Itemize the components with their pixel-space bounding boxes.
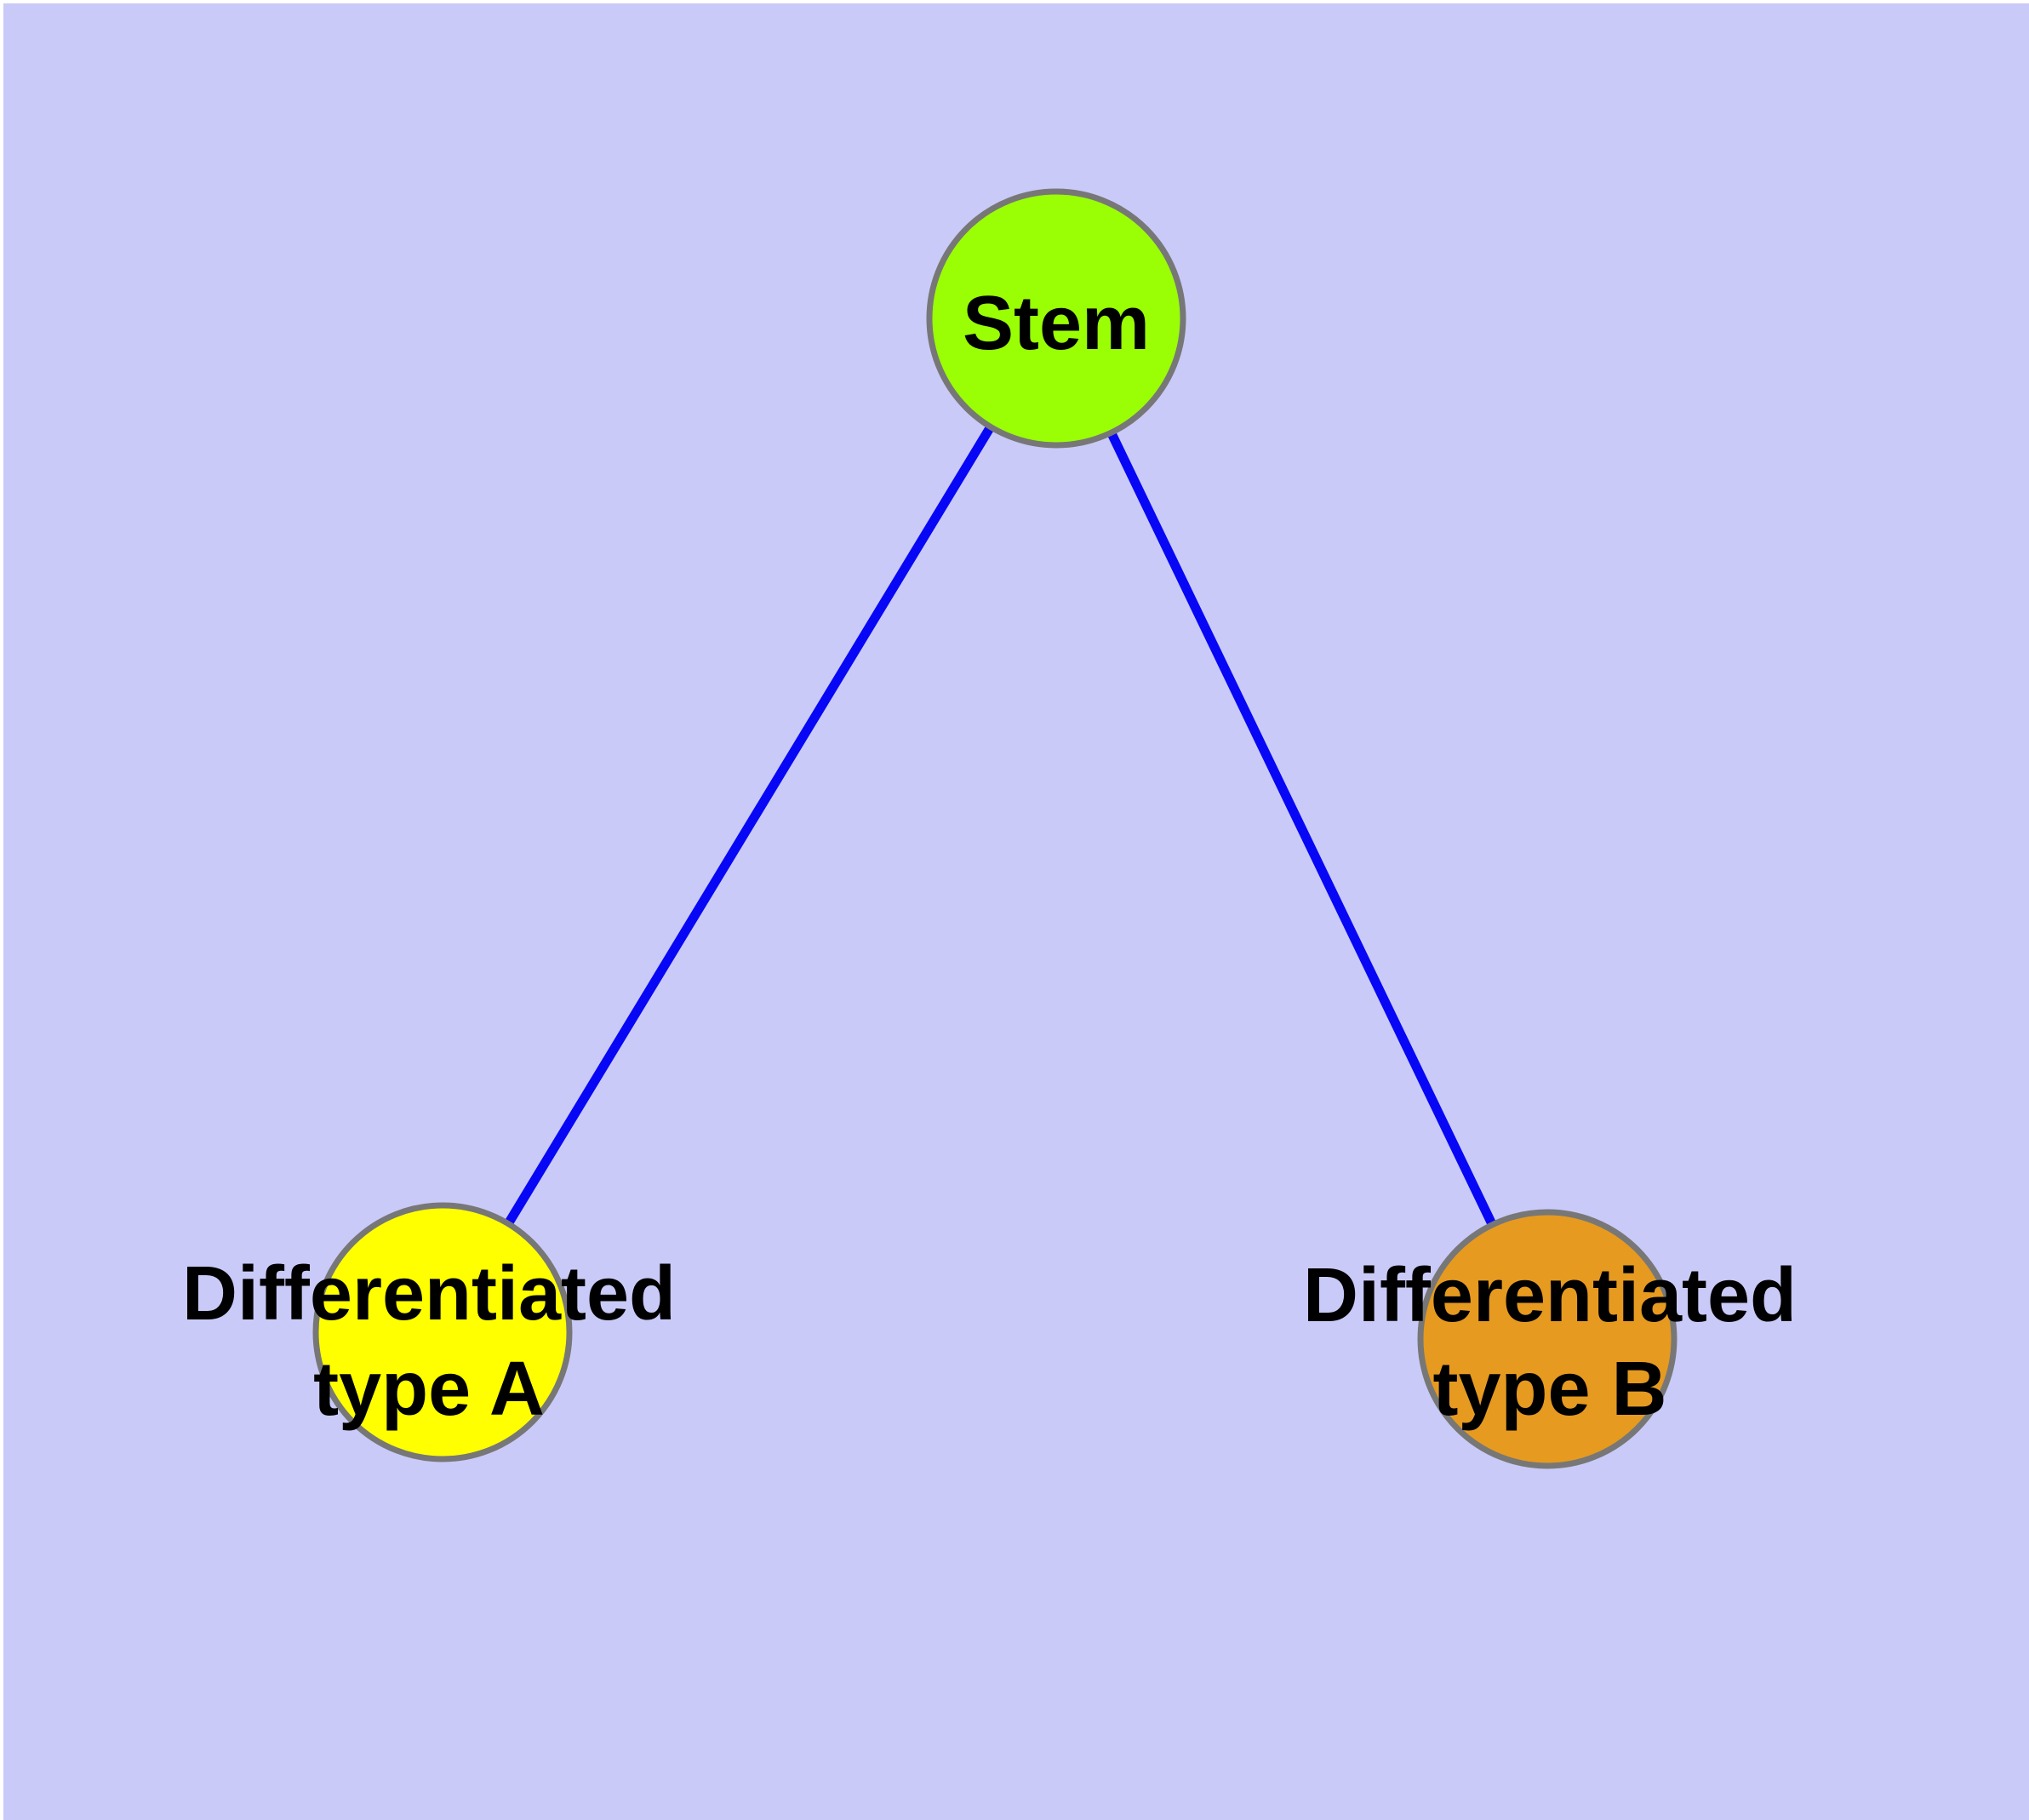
node-differentiated-type-b-circle: [1417, 1209, 1677, 1469]
node-stem-label: Stem: [963, 281, 1150, 366]
node-differentiated-type-b-label-line2: type B: [1432, 1347, 1666, 1432]
node-stem-circle: [926, 188, 1186, 449]
node-differentiated-type-b-label-line1: Differentiated: [1303, 1253, 1797, 1338]
node-differentiated-type-a-circle: [312, 1202, 573, 1462]
node-differentiated-type-a-label-line1: Differentiated: [182, 1251, 676, 1336]
edge-stem-to-type-a: [438, 316, 1060, 1335]
node-differentiated-type-b: Differentiated type B: [1303, 1209, 1797, 1469]
node-differentiated-type-a-label-line2: type A: [313, 1347, 545, 1432]
edge-stem-to-type-b: [1052, 316, 1552, 1342]
node-differentiated-type-a: Differentiated type A: [182, 1202, 676, 1462]
node-stem: Stem: [926, 188, 1186, 449]
